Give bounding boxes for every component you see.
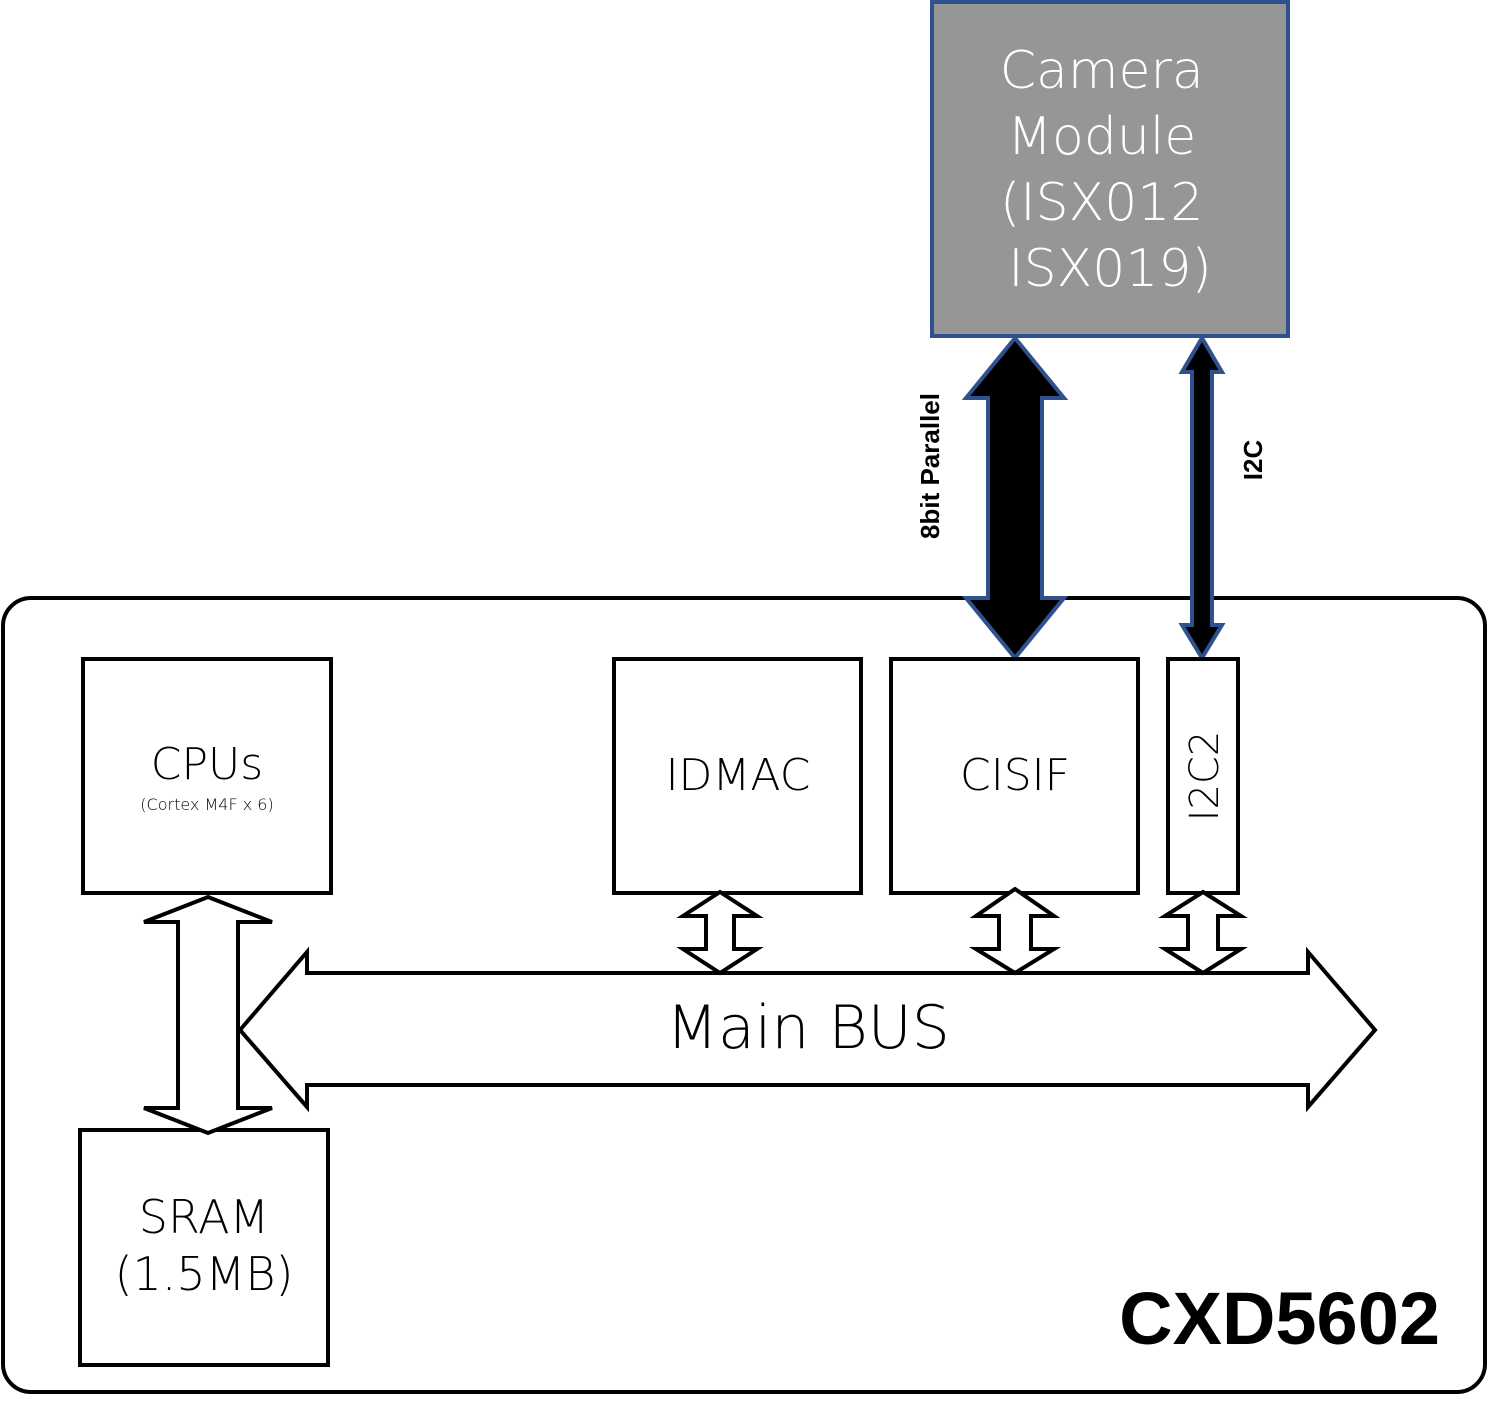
- cpus-sublabel: (Cortex M4F x 6): [140, 795, 273, 814]
- sram-block: [78, 1128, 330, 1367]
- i2c-link-label: I2C: [1238, 440, 1268, 481]
- main-bus-arrow: [237, 946, 1378, 1113]
- camera-module-box: [930, 0, 1290, 338]
- cisif-block: [889, 657, 1140, 895]
- i2c2-bus-connector: [1158, 889, 1248, 976]
- camera-line-1: Camera: [1000, 41, 1204, 101]
- idmac-block: [612, 657, 863, 895]
- camera-module-label: Camera Module (ISX012 ISX019): [1000, 41, 1221, 299]
- camera-line-4: ISX019): [1008, 239, 1212, 299]
- cpu-sram-arrow: [143, 894, 273, 1136]
- camera-line-2: Module: [1007, 107, 1196, 167]
- chip-name: CXD5602: [1119, 1277, 1440, 1360]
- parallel-link-arrow: [961, 334, 1069, 662]
- i2c2-label: I2C2: [1182, 731, 1228, 822]
- camera-line-3: (ISX012: [1000, 173, 1204, 233]
- idmac-label: IDMAC: [666, 750, 811, 801]
- parallel-link-label: 8bit Parallel: [915, 393, 945, 539]
- sram-label: SRAM: [139, 1190, 269, 1244]
- cisif-label: CISIF: [960, 750, 1070, 801]
- cpus-block: [81, 657, 333, 895]
- idmac-bus-connector: [676, 889, 764, 976]
- cpus-label: CPUs: [151, 739, 263, 790]
- cisif-bus-connector: [968, 886, 1062, 976]
- main-bus-label: Main BUS: [666, 993, 950, 1063]
- sram-size: (1.5MB): [115, 1247, 294, 1301]
